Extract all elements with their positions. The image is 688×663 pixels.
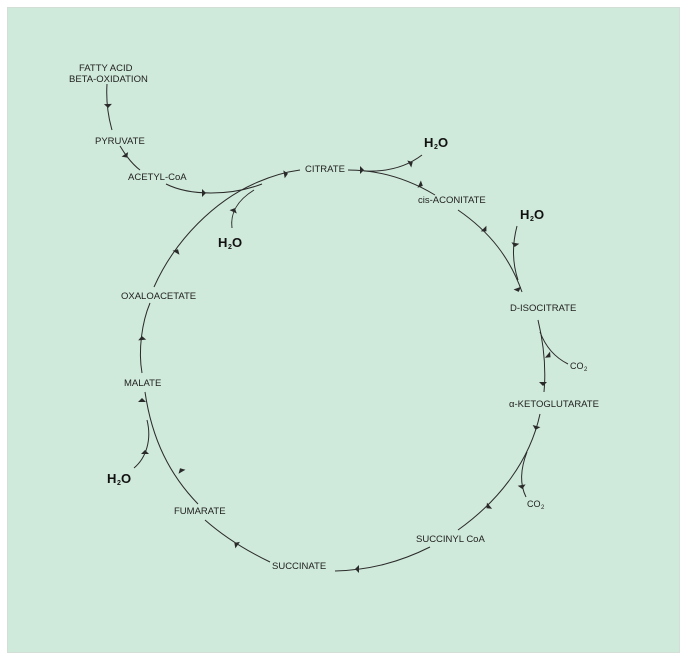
- label-acetyl-coa: ACETYL-CoA: [128, 172, 187, 183]
- arc-fatty-acid-pyruvate: [106, 83, 113, 131]
- label-pyruvate: PYRUVATE: [95, 136, 145, 147]
- arc-isocitrate-ketoglutarate: [537, 319, 546, 393]
- arrowhead: [178, 468, 186, 474]
- label-succinate: SUCCINATE: [272, 561, 326, 572]
- water-subscript: 2: [117, 480, 121, 487]
- arrowhead: [121, 152, 129, 158]
- arc-citrate-cisaconitate: [347, 169, 436, 196]
- arrowhead: [172, 249, 180, 255]
- co2-labels: CO 2 CO 2: [527, 361, 588, 511]
- water-o: O: [438, 135, 448, 150]
- side-branches: [133, 154, 569, 498]
- arrowhead: [103, 103, 112, 108]
- arc-cisaconitate-isocitrate: [457, 209, 523, 293]
- arc-succinate-fumarate: [204, 519, 271, 563]
- water-labels: H 2 O H 2 O H 2 O H 2 O: [107, 135, 544, 487]
- arc-succinylcoa-succinate: [334, 546, 431, 572]
- arrowhead: [355, 565, 359, 573]
- co2-co: CO: [570, 361, 584, 371]
- label-citrate: CITRATE: [305, 164, 345, 175]
- label-d-isocitrate: D-ISOCITRATE: [510, 303, 576, 314]
- arrowhead: [513, 286, 522, 292]
- water-h: H: [107, 471, 116, 486]
- branch-water-malate: [133, 419, 150, 469]
- co2-subscript: 2: [584, 367, 588, 373]
- arrowhead: [141, 450, 149, 454]
- arc-fumarate-malate: [144, 391, 199, 505]
- diagram-background: [8, 8, 679, 652]
- branch-co2-ketoglutarate: [521, 451, 528, 498]
- arrowhead: [360, 166, 364, 174]
- arrowhead: [486, 502, 493, 509]
- water-subscript: 2: [530, 216, 534, 223]
- label-cis-aconitate: cis-ACONITATE: [418, 195, 486, 206]
- arrowhead: [544, 351, 551, 358]
- arrowhead: [417, 180, 423, 188]
- arrowhead: [283, 170, 288, 179]
- arrowhead: [532, 425, 541, 430]
- arc-pyruvate-acetylcoa: [119, 145, 141, 171]
- diagram-panel: [7, 7, 680, 653]
- water-label-isocitrate: H 2 O: [520, 207, 544, 223]
- label-alpha-ketoglutarate: α-KETOGLUTARATE: [509, 399, 599, 410]
- water-label-malate: H 2 O: [107, 471, 131, 487]
- arc-acetylcoa-citrate: [165, 183, 263, 194]
- water-h: H: [520, 207, 529, 222]
- arrowhead: [229, 208, 237, 214]
- arrowhead: [202, 189, 206, 197]
- label-beta-oxidation: BETA-OXIDATION: [69, 74, 148, 85]
- label-succinyl-coa: SUCCINYL CoA: [416, 534, 485, 545]
- arrowhead: [234, 541, 240, 549]
- water-label-citrate: H 2 O: [424, 135, 448, 151]
- arrowhead: [511, 242, 520, 247]
- branch-water-isocitrate: [512, 225, 519, 281]
- arrowhead: [407, 160, 413, 168]
- water-subscript: 2: [228, 244, 232, 251]
- co2-label-ketoglutarate: CO 2: [527, 499, 545, 511]
- water-h: H: [424, 135, 433, 150]
- label-fumarate: FUMARATE: [174, 506, 226, 517]
- branch-water-acetyl: [231, 189, 255, 229]
- water-o: O: [232, 235, 242, 250]
- co2-subscript: 2: [541, 505, 545, 511]
- co2-label-isocitrate: CO 2: [570, 361, 588, 373]
- water-subscript: 2: [434, 144, 438, 151]
- feeder-pathway: [106, 83, 263, 194]
- metabolite-labels: FATTY ACID BETA-OXIDATION PYRUVATE ACETY…: [69, 63, 599, 572]
- label-malate: MALATE: [124, 378, 161, 389]
- arrowhead: [480, 225, 487, 232]
- label-oxaloacetate: OXALOACETATE: [121, 291, 196, 302]
- arrowhead: [539, 382, 547, 386]
- arrowhead: [517, 484, 526, 489]
- branch-co2-isocitrate: [539, 331, 569, 365]
- water-label-acetyl: H 2 O: [218, 235, 242, 251]
- arrowhead: [138, 398, 146, 402]
- water-o: O: [121, 471, 131, 486]
- water-h: H: [218, 235, 227, 250]
- arrowheads: [103, 103, 551, 573]
- arrowhead: [138, 336, 147, 341]
- co2-co: CO: [527, 499, 541, 509]
- label-fatty-acid: FATTY ACID: [79, 63, 133, 74]
- branch-water-citrate: [363, 154, 423, 172]
- water-o: O: [534, 207, 544, 222]
